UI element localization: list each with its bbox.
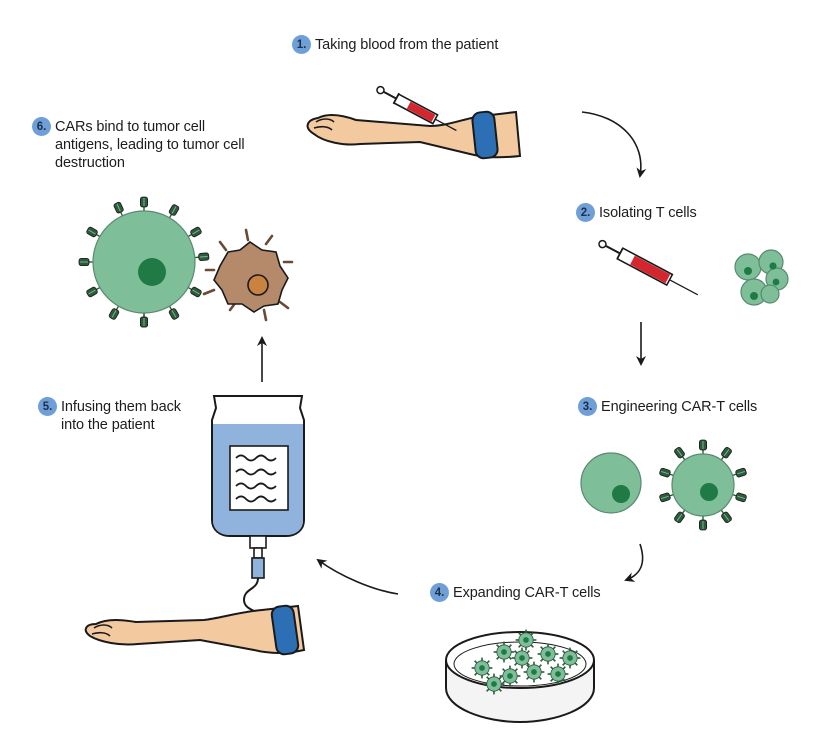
- step-6-text: CARs bind to tumor cell antigens, leadin…: [55, 119, 245, 171]
- step-3-label: 3. Engineering CAR-T cells: [578, 397, 758, 416]
- step-2-number-badge: 2.: [576, 203, 595, 222]
- step-2-text: Isolating T cells: [599, 205, 697, 221]
- step-4-text: Expanding CAR-T cells: [453, 585, 601, 601]
- step-3-number-badge: 3.: [578, 397, 597, 416]
- car-t-binding-tumor-cell-icon: [78, 196, 294, 328]
- step-1-text: Taking blood from the patient: [315, 37, 499, 53]
- cycle-arrows: [257, 111, 647, 595]
- arrow-step4-to-step5: [316, 558, 399, 595]
- iv-bag-and-arm-icon: [84, 395, 306, 656]
- syringe-and-t-cells-icon: [598, 239, 789, 306]
- arrow-step1-to-step2: [581, 111, 647, 178]
- t-cell-to-car-t-cell-icon: [580, 439, 748, 531]
- step-1-number-badge: 1.: [292, 35, 311, 54]
- step-4-number-badge: 4.: [430, 583, 449, 602]
- petri-dish-icon: [445, 628, 595, 724]
- step-2-label: 2. Isolating T cells: [576, 203, 697, 222]
- step-1-label: 1. Taking blood from the patient: [292, 35, 499, 54]
- step-4-label: 4. Expanding CAR-T cells: [430, 583, 601, 602]
- step-6-number-badge: 6.: [32, 117, 51, 136]
- step-6-label: 6. CARs bind to tumor cell antigens, lea…: [32, 117, 245, 172]
- step-5-text: Infusing them back into the patient: [61, 399, 181, 433]
- step-5-number-badge: 5.: [38, 397, 57, 416]
- step-3-text: Engineering CAR-T cells: [601, 399, 758, 415]
- arm-with-syringe-icon: [306, 85, 522, 160]
- arrow-step3-to-step4: [624, 543, 644, 582]
- step-5-label: 5. Infusing them back into the patient: [38, 397, 181, 434]
